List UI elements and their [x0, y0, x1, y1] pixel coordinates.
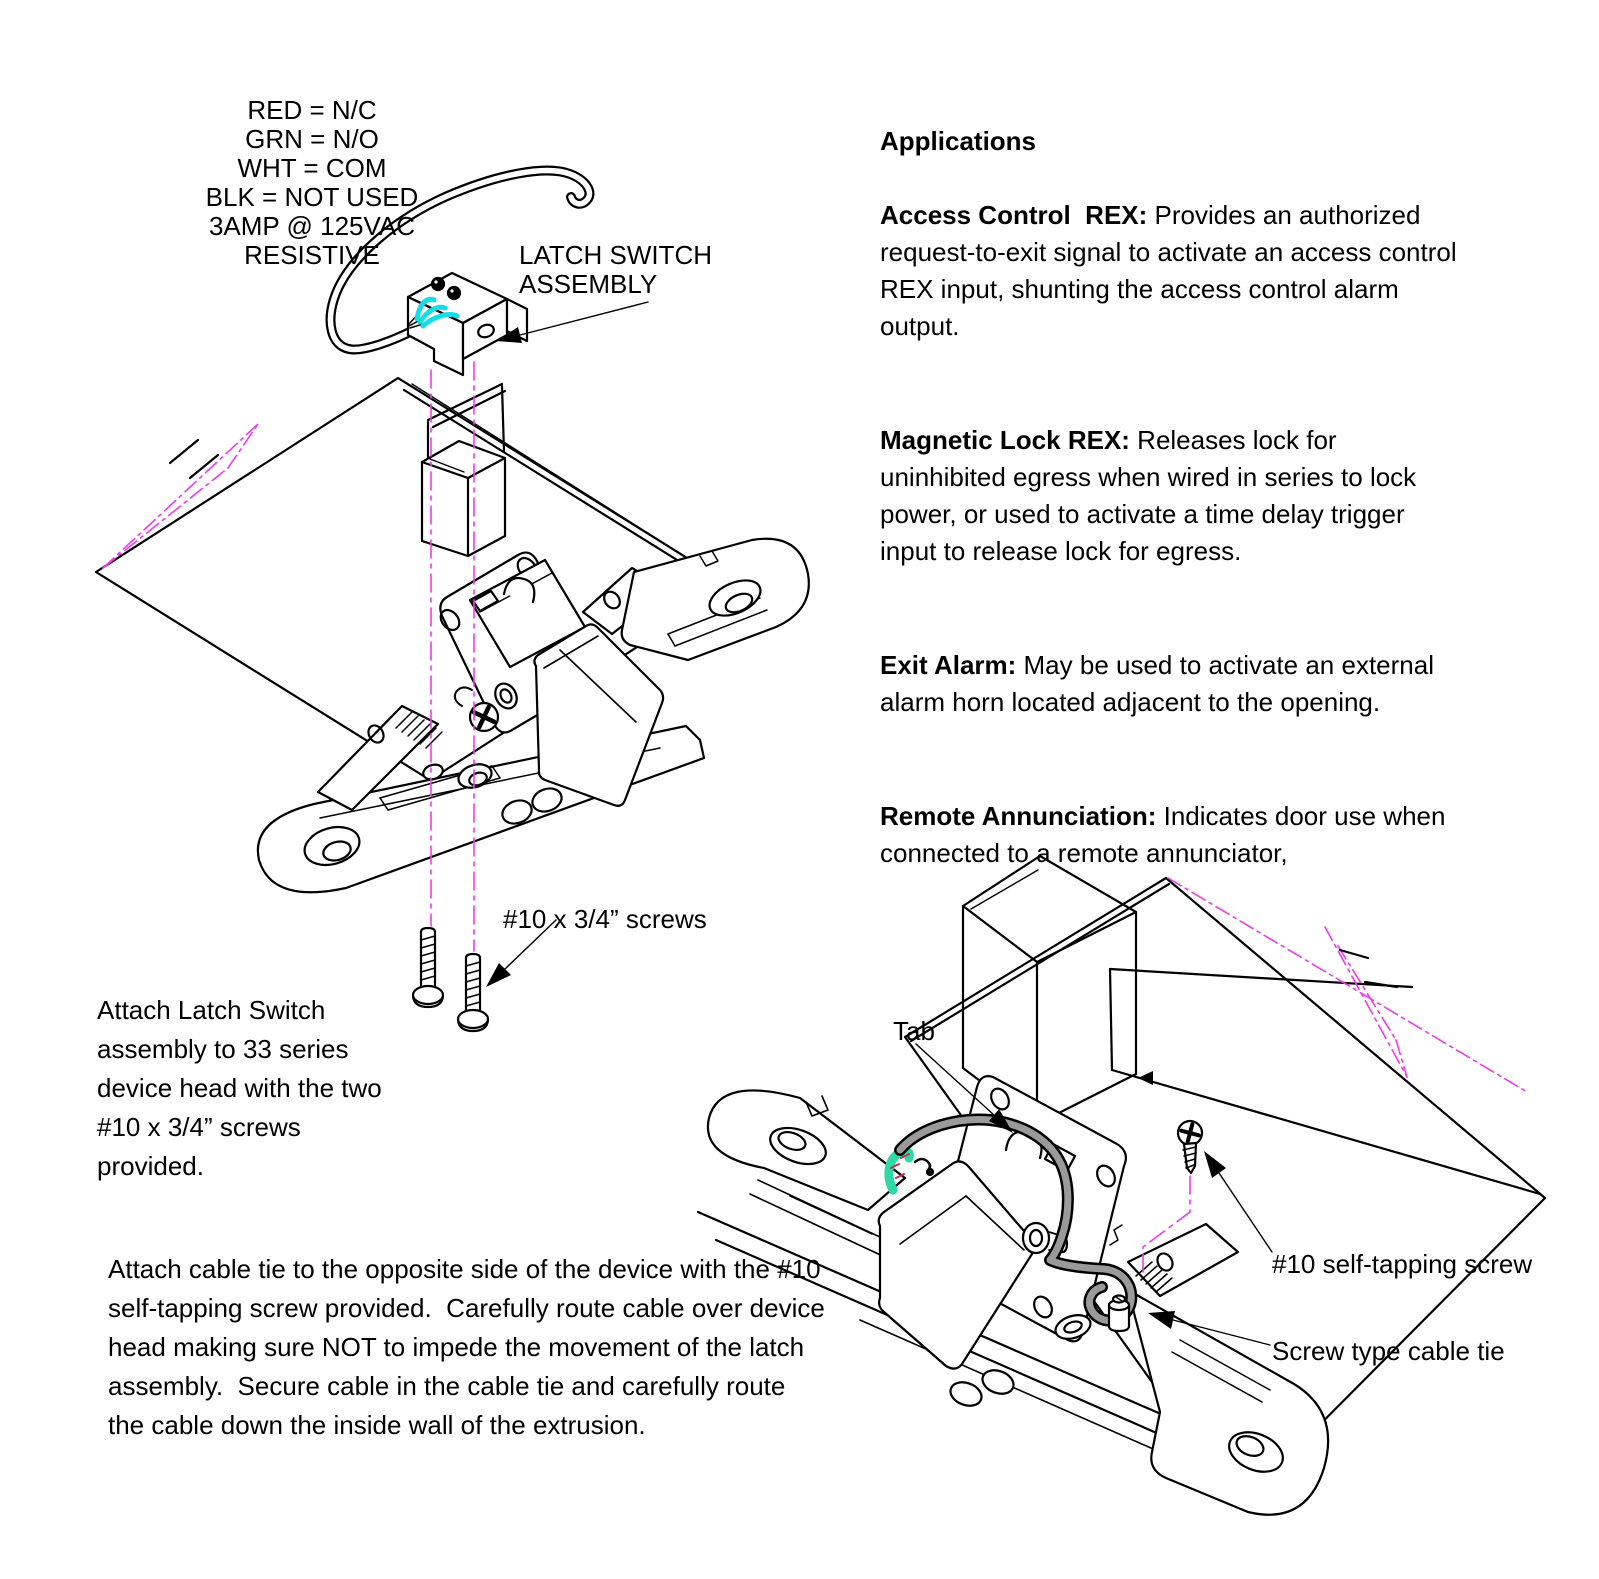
self-tapping-screw-callout-label: #10 self-tapping screw — [1272, 1249, 1533, 1279]
tie-label-leader — [1172, 1319, 1271, 1346]
diagram-latch-switch-install — [94, 165, 810, 1033]
diagram-cable-tie-install — [696, 854, 1547, 1516]
screw-10x34-right — [456, 952, 490, 1033]
screw-guide-line — [1142, 1175, 1191, 1273]
switch-wires — [414, 296, 460, 329]
pivot-and-screws — [422, 682, 563, 825]
side-arm — [581, 537, 810, 662]
left-bracket — [316, 704, 440, 812]
screw-label-leader — [1218, 1172, 1273, 1253]
application-access-control-rex: Access Control REX: Provides an authoriz… — [880, 200, 1457, 341]
leader-arrowhead — [1148, 1311, 1175, 1329]
application-remote-annunciation: Remote Annunciation: Indicates door use … — [880, 801, 1446, 868]
left-bracket — [706, 1089, 943, 1281]
side-arm — [1126, 1222, 1330, 1516]
extrusion-top-drawing — [420, 382, 507, 558]
latch-switch-assembly-label: LATCH SWITCH ASSEMBLY — [519, 240, 713, 299]
pivot-and-screws — [949, 1221, 1092, 1407]
spring-hatch — [1135, 1261, 1173, 1293]
panel-break-mark — [102, 423, 259, 569]
tab-label-leader — [915, 1043, 995, 1116]
attach-cable-tie-instruction: Attach cable tie to the opposite side of… — [108, 1254, 825, 1440]
edge-mark-arrow — [1138, 1071, 1153, 1085]
latch-switch-assembly — [325, 165, 595, 377]
leader-arrowhead — [486, 963, 511, 987]
tab-callout-label: Tab — [893, 1016, 935, 1046]
spring-hatch — [395, 711, 443, 749]
alignment-centerlines — [430, 361, 475, 952]
application-magnetic-lock-rex: Magnetic Lock REX: Releases lock for uni… — [880, 425, 1417, 566]
cable-tie — [1107, 1294, 1131, 1333]
cable-tie-callout-label: Screw type cable tie — [1272, 1336, 1505, 1366]
applications-title: Applications — [880, 126, 1037, 156]
leader-arrowhead — [496, 327, 522, 343]
latch-case — [468, 558, 587, 669]
self-tapping-screw — [1176, 1119, 1204, 1175]
door-panel — [903, 876, 1547, 1507]
attach-latch-instruction: Attach Latch Switch assembly to 33 serie… — [97, 995, 382, 1181]
leader-arrowhead — [989, 1109, 1013, 1133]
panel-break-mark — [1167, 877, 1528, 1093]
latch-label-leader — [519, 301, 649, 336]
leader-arrowhead — [1204, 1151, 1226, 1178]
latch-lever — [533, 623, 665, 807]
screws-label-leader — [504, 919, 557, 970]
wiring-legend: RED = N/C GRN = N/O WHT = COM BLK = NOT … — [205, 95, 419, 270]
application-exit-alarm: Exit Alarm: May be used to activate an e… — [880, 650, 1434, 717]
applications-section: Applications Access Control REX: Provide… — [880, 86, 1535, 949]
screw-10x34-left — [411, 926, 445, 1009]
screws-callout-label: #10 x 3/4” screws — [503, 904, 707, 934]
